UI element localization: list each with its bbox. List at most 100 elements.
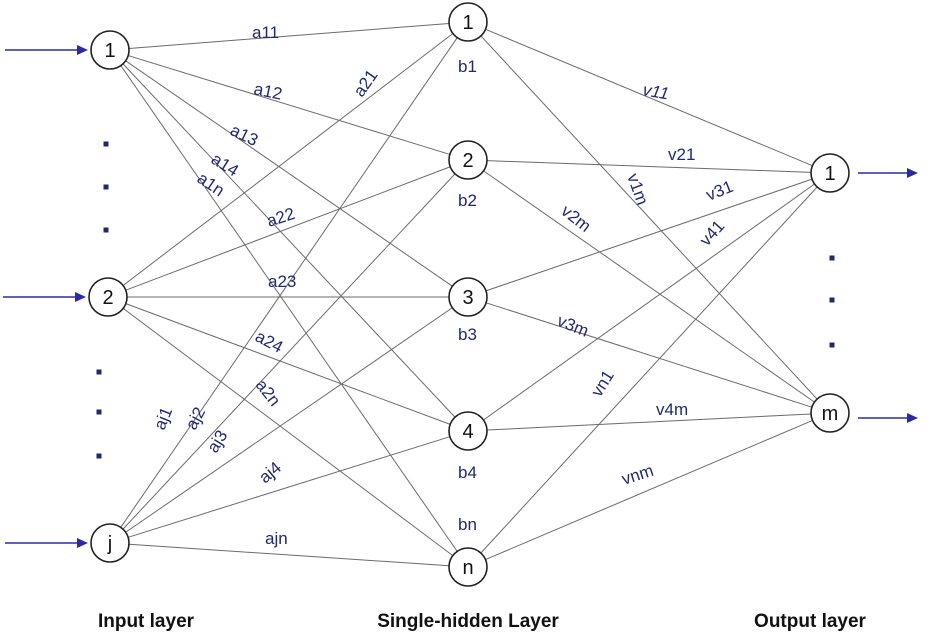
edge-i1-h1 xyxy=(128,22,450,50)
edge-label-ajn: ajn xyxy=(265,529,288,548)
edge-label-a21: a21 xyxy=(350,66,382,100)
node-circle xyxy=(90,523,130,563)
edge-ij-hn xyxy=(128,543,450,567)
bias-label-b2: b2 xyxy=(458,191,477,210)
ellipsis-dot xyxy=(103,141,109,147)
edge-i2-h2 xyxy=(125,166,451,291)
edge-i2-h1 xyxy=(122,33,454,286)
input-layer-title: Input layer xyxy=(98,611,195,632)
edge-label-v31: v31 xyxy=(703,177,736,205)
edge-ij-h3 xyxy=(125,307,453,533)
input-arrow-2 xyxy=(3,292,86,302)
edge-label-v1m: v1m xyxy=(623,171,652,208)
ellipsis-dot xyxy=(96,369,102,375)
node-h2: 2 xyxy=(448,140,488,180)
node-label: 2 xyxy=(102,287,113,309)
input-arrow-1 xyxy=(5,45,88,55)
ellipsis-dot xyxy=(96,453,102,459)
ellipsis-dot xyxy=(103,184,109,190)
arrow-group xyxy=(3,45,918,548)
edge-h4-om xyxy=(486,413,812,431)
edge-i2-hn xyxy=(122,307,454,556)
edge-i1-h4 xyxy=(122,63,456,418)
node-circle xyxy=(448,2,488,42)
node-hn: n xyxy=(448,547,488,587)
node-o1: 1 xyxy=(810,153,850,193)
node-i1: 1 xyxy=(90,30,130,70)
node-om: m xyxy=(810,393,850,433)
ellipsis-dot xyxy=(829,297,835,303)
node-label: j xyxy=(107,533,112,555)
edge-label-vnm: vnm xyxy=(619,461,655,489)
arrowhead-icon xyxy=(77,45,88,55)
node-label: 1 xyxy=(824,163,835,185)
node-circle xyxy=(448,411,488,451)
edge-ij-h4 xyxy=(127,436,451,538)
node-label: 3 xyxy=(462,287,473,309)
arrowhead-icon xyxy=(907,168,918,178)
edge-label-v21: v21 xyxy=(668,145,695,164)
edge-h1-o1 xyxy=(485,28,813,167)
output-arrow-m xyxy=(858,413,918,423)
edge-i1-h2 xyxy=(128,55,450,155)
edge-label-aj2: aj2 xyxy=(182,404,209,433)
edge-h2-o1 xyxy=(486,160,812,173)
node-circle xyxy=(810,153,850,193)
ellipsis-dot xyxy=(103,227,109,233)
edge-h4-o1 xyxy=(483,183,815,421)
edge-label-vn1: vn1 xyxy=(587,367,618,400)
bias-label-b4: b4 xyxy=(458,463,477,482)
output-arrow-1 xyxy=(858,168,918,178)
edge-label-v41: v41 xyxy=(696,217,728,250)
edge-hn-om xyxy=(485,419,813,561)
edge-label-a12: a12 xyxy=(252,79,284,103)
node-label: n xyxy=(462,557,473,579)
node-circle xyxy=(810,393,850,433)
arrowhead-icon xyxy=(75,292,86,302)
node-circle xyxy=(90,30,130,70)
arrowhead-icon xyxy=(907,413,918,423)
bias-label-bn: bn xyxy=(458,515,477,534)
node-label: m xyxy=(822,403,839,425)
edge-h2-om xyxy=(483,170,815,403)
node-h3: 3 xyxy=(448,277,488,317)
node-circle xyxy=(448,547,488,587)
edge-hn-o1 xyxy=(480,186,818,554)
edge-label-aj4: aj4 xyxy=(255,458,285,487)
input-arrow-j xyxy=(5,538,88,548)
edge-i1-hn xyxy=(120,65,458,552)
node-label: 4 xyxy=(462,421,473,443)
edge-h1-om xyxy=(480,35,818,400)
edge-label-v4m: v4m xyxy=(656,400,688,419)
ellipsis-dot xyxy=(829,342,835,348)
edge-label-a23: a23 xyxy=(268,272,296,291)
hidden-layer-title: Single-hidden Layer xyxy=(377,611,559,632)
node-circle xyxy=(88,277,128,317)
node-h4: 4 xyxy=(448,411,488,451)
edge-label-a2n: a2n xyxy=(252,376,284,410)
output-ellipsis xyxy=(829,255,835,348)
edge-h3-om xyxy=(485,302,813,408)
output-layer-title: Output layer xyxy=(754,611,867,632)
edge-label-aj1: aj1 xyxy=(150,404,176,432)
edge-h3-o1 xyxy=(485,178,813,292)
edge-label-a11: a11 xyxy=(252,23,279,42)
edge-ij-h1 xyxy=(120,37,458,528)
edge-i2-h4 xyxy=(125,303,451,425)
bias-label-b1: b1 xyxy=(458,57,477,76)
input-ellipsis-lower xyxy=(96,369,102,459)
edge-i1-h3 xyxy=(125,60,453,287)
node-i2: 2 xyxy=(88,277,128,317)
node-label: 1 xyxy=(104,40,115,62)
edge-group xyxy=(120,22,818,567)
edge-ij-h2 xyxy=(122,173,456,530)
edge-label-a13: a13 xyxy=(227,121,261,151)
edge-label-v3m: v3m xyxy=(555,311,592,341)
edge-label-v2m: v2m xyxy=(558,201,595,236)
edge-label-v11: v11 xyxy=(641,80,670,103)
ellipsis-group xyxy=(96,141,835,459)
ellipsis-dot xyxy=(96,409,102,415)
input-ellipsis-upper xyxy=(103,141,109,233)
